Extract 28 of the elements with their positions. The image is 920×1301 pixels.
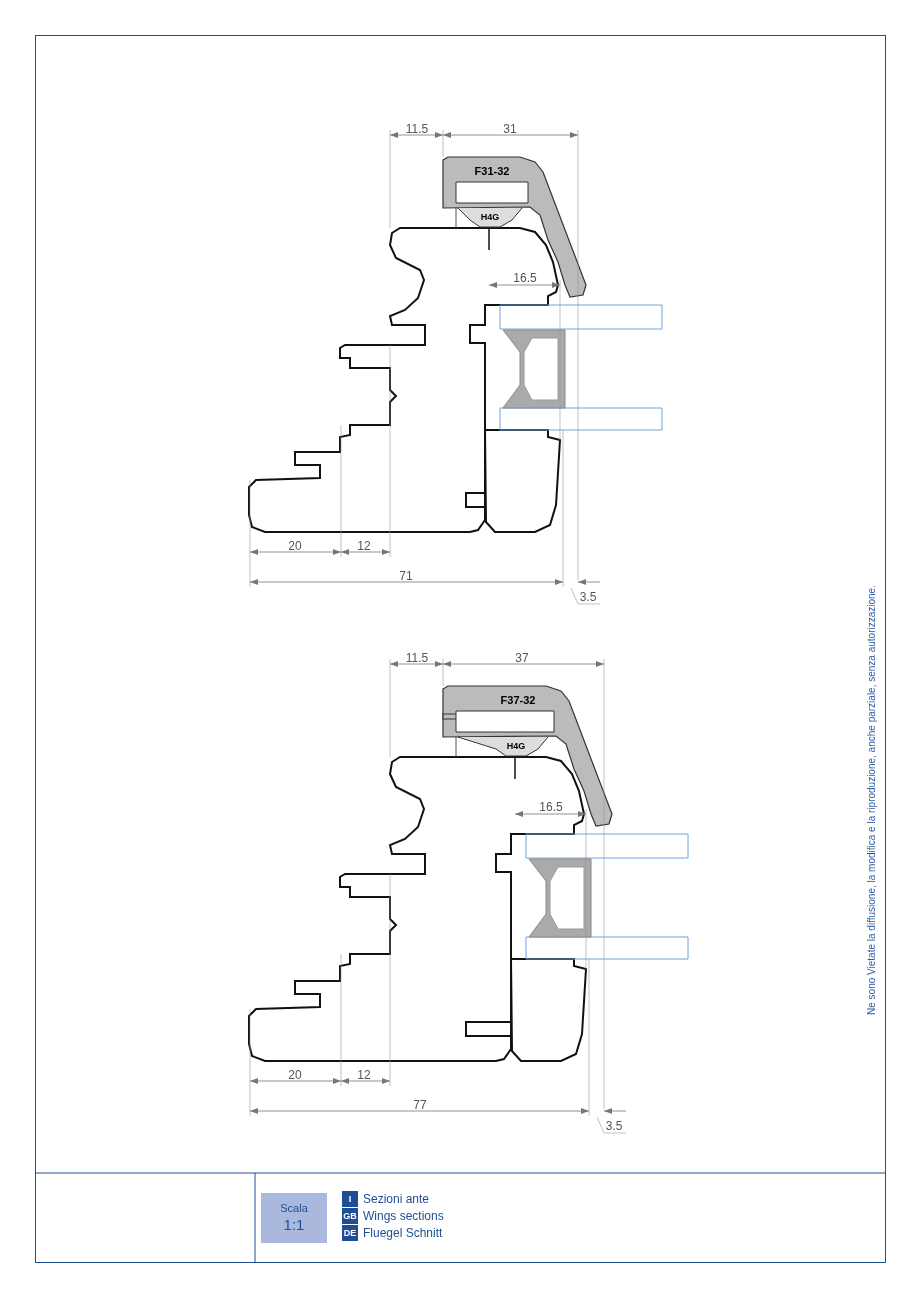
dimension-value: 20 xyxy=(288,540,302,552)
section-title: Wings sections xyxy=(363,1210,444,1222)
gasket-code: H4G xyxy=(480,212,500,222)
copyright-note: Ne sono Vietate la diffusione, la modifica e la riproduzione, anche parziale, senza autorizzazione. xyxy=(867,585,877,1015)
scale-value: 1:1 xyxy=(283,1215,305,1235)
scale-panel xyxy=(261,1193,327,1243)
dimension-value: 3.5 xyxy=(579,591,597,603)
dimension-value: 20 xyxy=(288,1069,302,1081)
dimension-value: 12 xyxy=(357,1069,371,1081)
language-code-badge: I xyxy=(342,1191,358,1207)
dimension-value: 12 xyxy=(357,540,371,552)
dimension-value: 31 xyxy=(503,123,517,135)
dimension-value: 3.5 xyxy=(605,1120,623,1132)
dimension-value: 16.5 xyxy=(539,801,563,813)
scale-caption: Scala xyxy=(280,1201,308,1216)
dimension-value: 37 xyxy=(515,652,529,664)
gasket-code: H4G xyxy=(506,741,526,751)
dimension-value: 77 xyxy=(413,1099,427,1111)
dimension-value: 11.5 xyxy=(405,123,429,135)
dimension-value: 11.5 xyxy=(405,652,429,664)
section-title: Sezioni ante xyxy=(363,1193,430,1205)
dimension-value: 71 xyxy=(399,570,413,582)
language-code-badge: DE xyxy=(342,1225,358,1241)
profile-code: F31-32 xyxy=(474,165,510,177)
dimension-value: 16.5 xyxy=(513,272,537,284)
section-title: Fluegel Schnitt xyxy=(363,1227,443,1239)
language-code-badge: GB xyxy=(342,1208,358,1224)
profile-code: F37-32 xyxy=(500,694,536,706)
